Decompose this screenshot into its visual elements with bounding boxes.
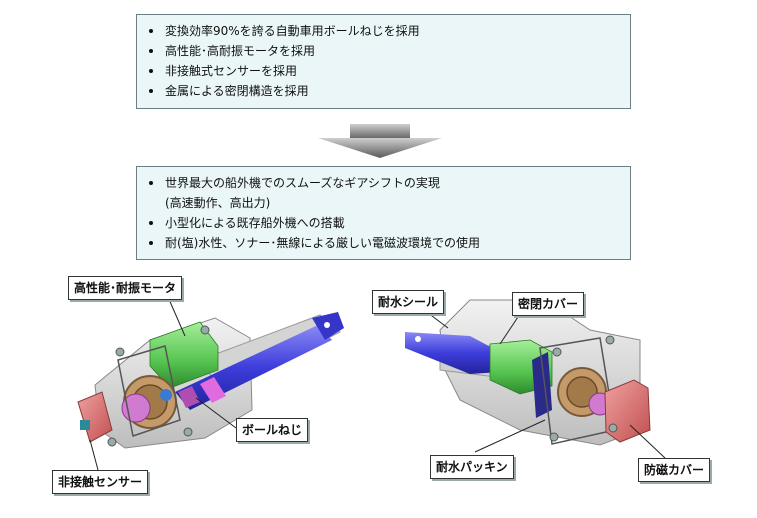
benefit-item: 耐(塩)水性、ソナー･無線による厳しい電磁波環境での使用 [149, 233, 630, 253]
right-actuator-illustration [405, 299, 651, 446]
benefit-item: 小型化による既存船外機への搭載 [149, 213, 630, 233]
benefit-item: 世界最大の船外機でのスムーズなギアシフトの実現 [149, 173, 630, 193]
left-actuator-illustration [77, 312, 344, 449]
label-cover: 密閉カバー [512, 292, 585, 316]
benefit-subitem: (高速動作、高出力) [165, 196, 271, 210]
features-box: 変換効率90%を誇る自動車用ボールねじを採用 高性能･高耐振モータを採用 非接触… [136, 14, 631, 109]
benefits-box: 世界最大の船外機でのスムーズなギアシフトの実現 (高速動作、高出力) 小型化によ… [136, 166, 631, 260]
label-seal: 耐水シール [372, 290, 445, 314]
leader-lines [89, 296, 666, 471]
feature-item: 金属による密閉構造を採用 [149, 81, 630, 101]
feature-item: 変換効率90%を誇る自動車用ボールねじを採用 [149, 21, 630, 41]
label-magnetic-cover: 防磁カバー [638, 458, 711, 482]
feature-item: 非接触式センサーを採用 [149, 61, 630, 81]
label-ballscrew: ボールねじ [236, 418, 309, 442]
label-motor: 高性能･耐振モータ [68, 276, 183, 300]
down-arrow-icon [318, 124, 442, 158]
label-sensor: 非接触センサー [52, 470, 149, 494]
label-packing: 耐水パッキン [430, 455, 514, 479]
feature-item: 高性能･高耐振モータを採用 [149, 41, 630, 61]
